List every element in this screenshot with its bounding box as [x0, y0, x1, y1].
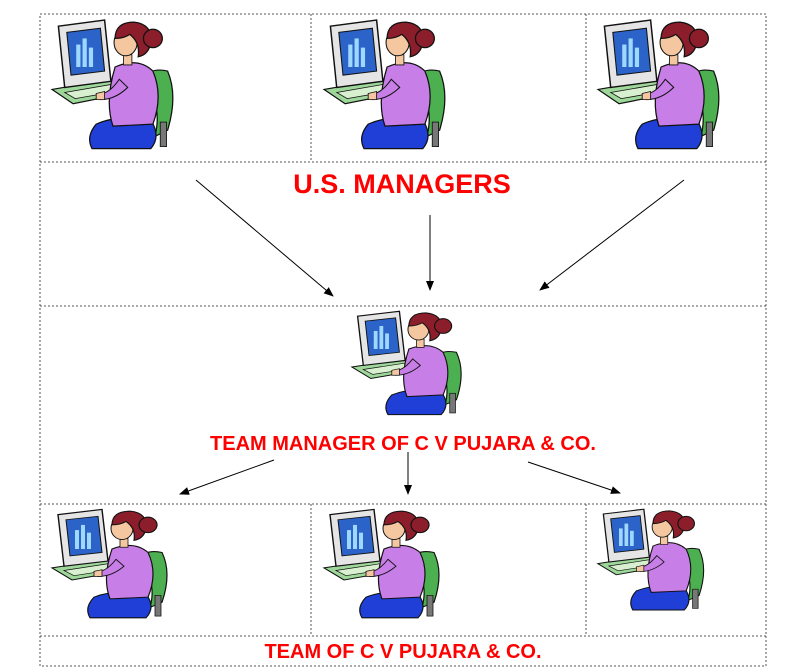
team-manager-label: TEAM MANAGER OF C V PUJARA & CO.	[210, 433, 596, 455]
woman-at-computer-icon	[351, 310, 462, 416]
team-manager	[351, 310, 462, 416]
woman-at-computer-icon	[597, 19, 720, 150]
us-manager-1	[51, 19, 174, 150]
woman-at-computer-icon	[51, 19, 174, 150]
woman-at-computer-icon	[51, 508, 168, 619]
us-manager-3	[597, 19, 720, 150]
team-label: TEAM OF C V PUJARA & CO.	[264, 641, 541, 663]
woman-at-computer-icon	[323, 19, 446, 150]
diagram-grid	[39, 13, 767, 667]
arrow-us1-to-manager	[195, 179, 334, 297]
team-member-1	[51, 508, 168, 619]
team-member-3	[597, 508, 705, 611]
us-managers-label: U.S. MANAGERS	[293, 169, 511, 199]
team-member-2	[323, 508, 440, 619]
arrow-us3-to-manager	[539, 179, 685, 291]
arrows	[179, 179, 685, 495]
arrow-manager-to-team1	[179, 459, 275, 495]
us-manager-2	[323, 19, 446, 150]
woman-at-computer-icon	[597, 508, 705, 611]
woman-at-computer-icon	[323, 508, 440, 619]
arrow-manager-to-team3	[527, 461, 621, 494]
